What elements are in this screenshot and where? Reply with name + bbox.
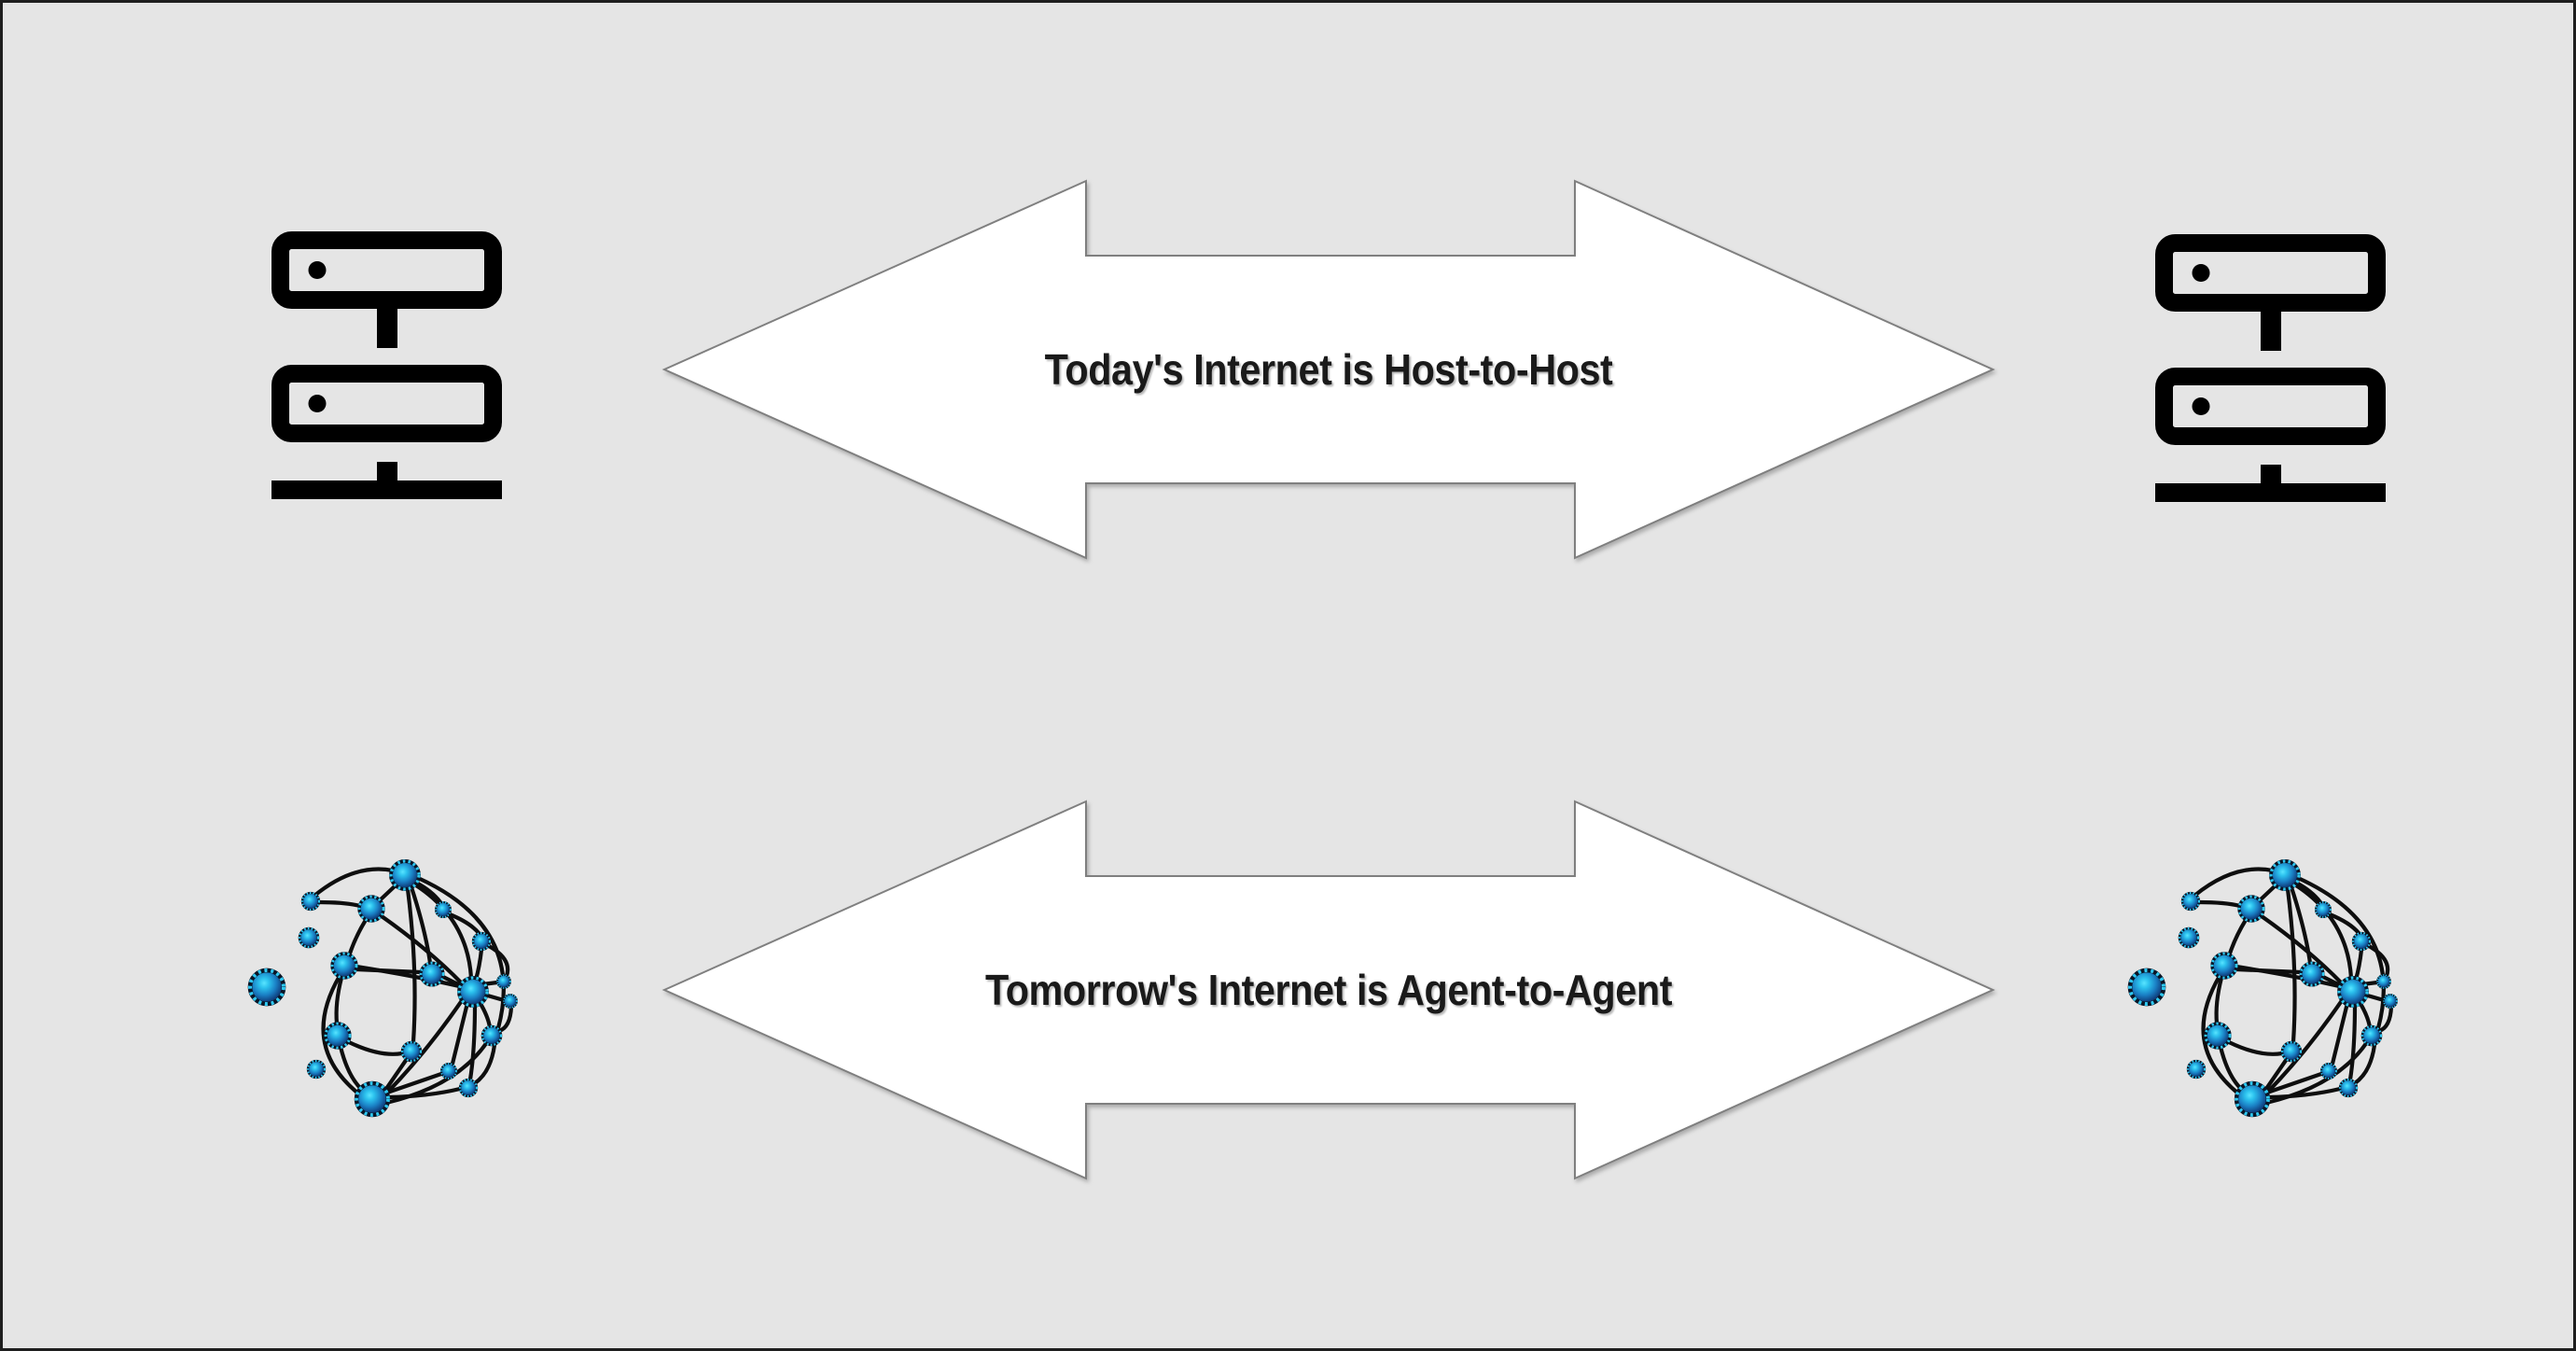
double-arrow: [661, 800, 1996, 1180]
server-icon: [272, 231, 502, 499]
server-icon: [2155, 234, 2386, 502]
arrow-label-agent: Tomorrow's Internet is Agent-to-Agent: [984, 966, 1673, 1014]
agent-network-icon: [238, 844, 527, 1124]
arrow-label-host: Today's Internet is Host-to-Host: [1044, 345, 1613, 394]
double-arrow: [661, 179, 1996, 560]
agent-network-icon: [2118, 844, 2407, 1124]
